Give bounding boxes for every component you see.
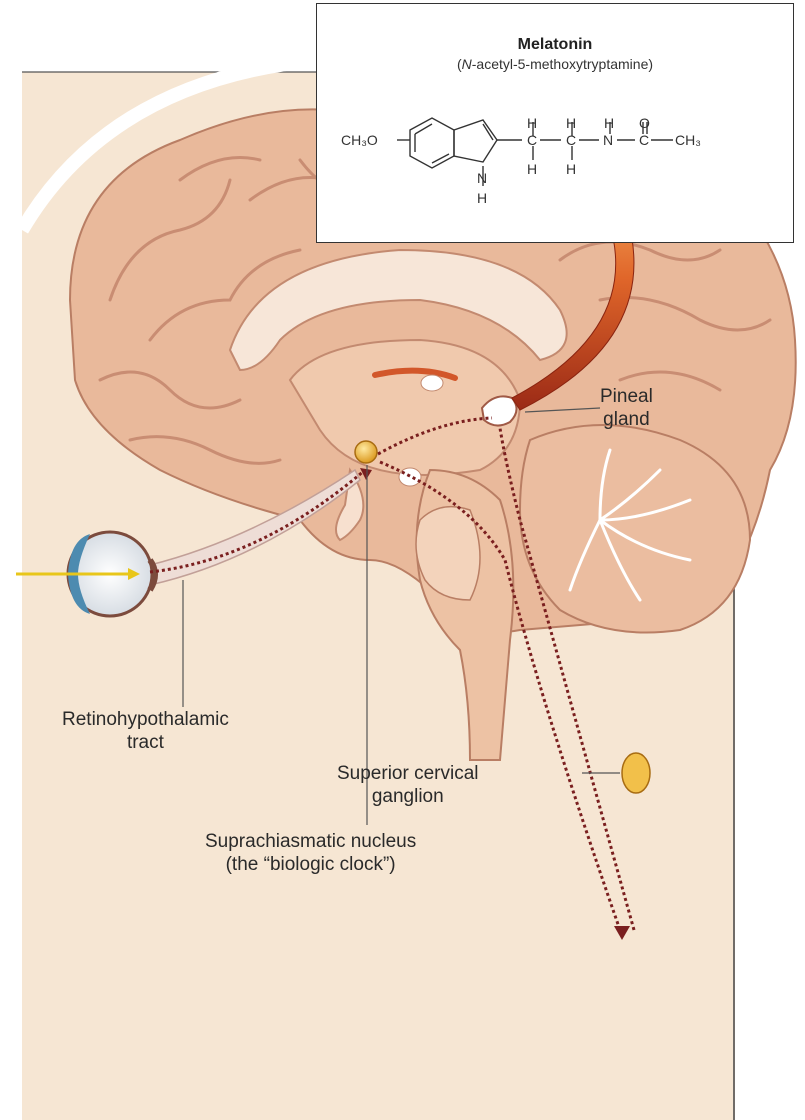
pineal-gland-label: Pineal gland	[600, 385, 653, 431]
molecule-title: Melatonin	[317, 36, 793, 54]
indole-n: N	[477, 171, 487, 185]
molecule-subtitle-italic: N	[462, 56, 472, 72]
retino-label-line2: tract	[62, 731, 229, 754]
melatonin-structure-box: Melatonin (N-acetyl-5-methoxytryptamine)	[316, 3, 794, 243]
atom-o: O	[639, 116, 650, 130]
scn-label-line2: (the “biologic clock”)	[205, 853, 416, 876]
pineal-label-line1: Pineal	[600, 385, 653, 408]
atom-h1: H	[527, 116, 537, 130]
mammillary-body	[399, 468, 421, 486]
retino-label-line1: Retinohypothalamic	[62, 708, 229, 731]
scg-ganglion	[622, 753, 650, 793]
scn-nucleus	[355, 441, 377, 463]
retinohypothalamic-label: Retinohypothalamic tract	[62, 708, 229, 754]
atom-c3: C	[639, 133, 649, 147]
interthalamic-adhesion	[421, 375, 443, 391]
scg-label-line2: ganglion	[337, 785, 479, 808]
methoxy-group: CH₃O	[341, 133, 378, 147]
scg-label: Superior cervical ganglion	[337, 762, 479, 808]
molecule-structure	[317, 74, 795, 244]
scn-label-line1: Suprachiasmatic nucleus	[205, 830, 416, 853]
scg-label-line1: Superior cervical	[337, 762, 479, 785]
molecule-subtitle: (N-acetyl-5-methoxytryptamine)	[317, 56, 793, 72]
atom-c1: C	[527, 133, 537, 147]
atom-n: N	[603, 133, 613, 147]
molecule-subtitle-rest: -acetyl-5-methoxytryptamine	[472, 56, 649, 72]
atom-c2: C	[566, 133, 576, 147]
scn-label: Suprachiasmatic nucleus (the “biologic c…	[205, 830, 416, 876]
pineal-label-line2: gland	[600, 408, 653, 431]
atom-methyl: CH₃	[675, 133, 701, 147]
atom-h4: H	[527, 162, 537, 176]
indole-h: H	[477, 191, 487, 205]
atom-h3: H	[604, 116, 614, 130]
atom-h2: H	[566, 116, 576, 130]
atom-h5: H	[566, 162, 576, 176]
